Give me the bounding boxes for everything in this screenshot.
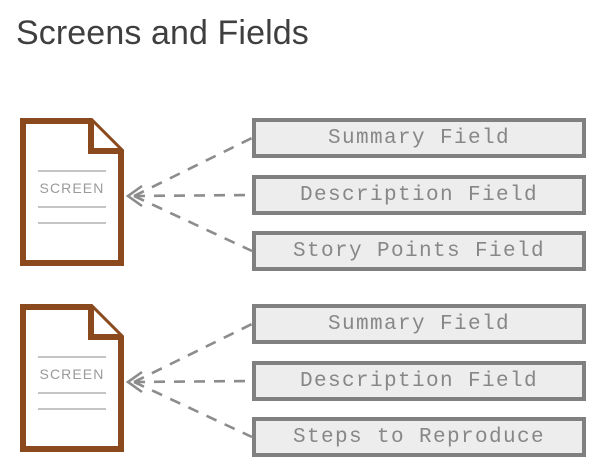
connector-1-storypoints [133, 194, 253, 253]
document-rule-mid [38, 392, 106, 394]
document-page-icon [20, 118, 124, 266]
screen-label-1: SCREEN [39, 180, 105, 196]
document-rule-top [38, 170, 106, 172]
document-page-icon [20, 304, 124, 452]
field-label: Steps to Reproduce [292, 425, 546, 449]
arrowhead-group-1 [125, 184, 143, 208]
field-box-story-points-1[interactable]: Story Points Field [252, 231, 586, 271]
connector-group-1 [133, 136, 253, 253]
connector-2-stepsrepro [133, 380, 253, 439]
field-label: Story Points Field [292, 239, 546, 263]
field-box-summary-2[interactable]: Summary Field [252, 304, 586, 344]
field-label: Description Field [299, 183, 539, 207]
field-box-steps-to-reproduce-2[interactable]: Steps to Reproduce [252, 417, 586, 457]
screen-document-1[interactable]: SCREEN [20, 118, 124, 266]
connector-1-description [133, 193, 253, 198]
field-box-description-2[interactable]: Description Field [252, 361, 586, 401]
document-rule-top [38, 356, 106, 358]
connector-2-description [133, 379, 253, 384]
field-label: Summary Field [327, 312, 511, 336]
page-title: Screens and Fields [16, 14, 309, 52]
document-rule-bottom [38, 222, 106, 224]
field-label: Description Field [299, 369, 539, 393]
connector-1-summary [133, 136, 253, 198]
field-box-summary-1[interactable]: Summary Field [252, 118, 586, 158]
document-rule-bottom [38, 408, 106, 410]
document-rule-mid [38, 206, 106, 208]
connector-group-2 [133, 322, 253, 439]
field-box-description-1[interactable]: Description Field [252, 175, 586, 215]
connector-2-summary [133, 322, 253, 384]
field-label: Summary Field [327, 126, 511, 150]
arrowhead-group-2 [125, 370, 143, 394]
screen-label-2: SCREEN [39, 366, 105, 382]
screen-document-2[interactable]: SCREEN [20, 304, 124, 452]
